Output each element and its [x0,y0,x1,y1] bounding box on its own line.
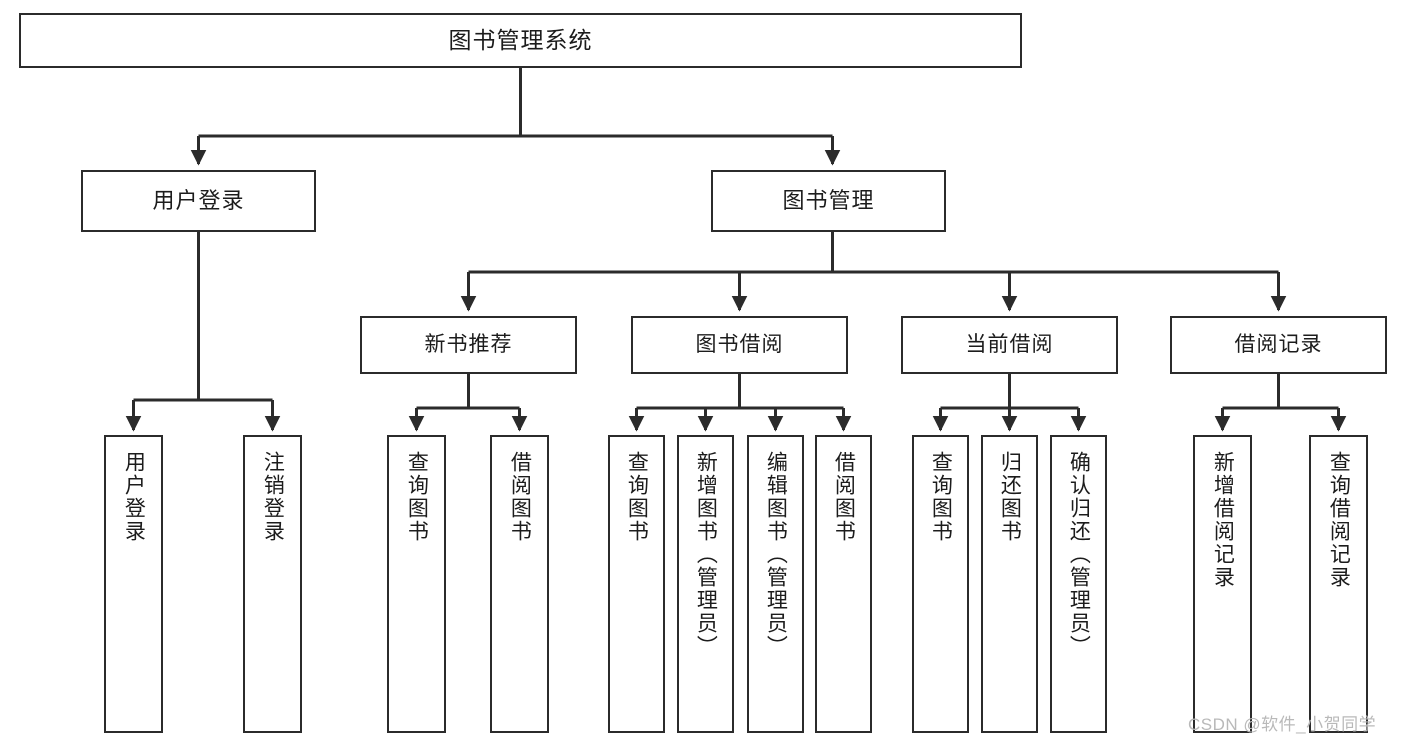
leaf-query-borrow-record[interactable]: 查询借阅记录 [1309,435,1368,733]
leaf-add-borrow-record[interactable]: 新增借阅记录 [1193,435,1252,733]
leaf-borrow-book-recommend[interactable]: 借阅图书 [490,435,549,733]
node-label: 图书管理系统 [448,27,593,54]
node-current-borrow[interactable]: 当前借阅 [901,316,1118,374]
leaf-borrow-book[interactable]: 借阅图书 [815,435,872,733]
leaf-query-book-current[interactable]: 查询图书 [912,435,969,733]
leaf-confirm-return-admin[interactable]: 确认归还（管理员） [1050,435,1107,733]
node-label: 查询图书 [625,451,649,543]
node-label: 借阅图书 [832,451,856,543]
node-label: 归还图书 [998,451,1022,543]
node-label: 图书管理 [782,188,875,214]
node-label: 当前借阅 [965,332,1054,356]
node-new-book-recommend[interactable]: 新书推荐 [360,316,577,374]
node-label: 用户登录 [152,188,245,214]
node-label: 编辑图书（管理员） [764,451,788,658]
leaf-return-book[interactable]: 归还图书 [981,435,1038,733]
leaf-user-login[interactable]: 用户登录 [104,435,163,733]
node-label: 图书借阅 [695,332,784,356]
watermark: CSDN @软件_小贺同学 [1188,715,1377,734]
node-label: 借阅记录 [1234,332,1323,356]
node-label: 借阅图书 [508,451,532,543]
leaf-query-book-borrow[interactable]: 查询图书 [608,435,665,733]
node-label: 用户登录 [122,451,146,543]
node-label: 查询借阅记录 [1327,451,1351,589]
node-user-login[interactable]: 用户登录 [81,170,316,232]
node-label: 查询图书 [405,451,429,543]
node-label: 查询图书 [929,451,953,543]
leaf-query-book-recommend[interactable]: 查询图书 [387,435,446,733]
node-book-management-system[interactable]: 图书管理系统 [19,13,1022,68]
leaf-logout-login[interactable]: 注销登录 [243,435,302,733]
leaf-edit-book-admin[interactable]: 编辑图书（管理员） [747,435,804,733]
leaf-add-book-admin[interactable]: 新增图书（管理员） [677,435,734,733]
node-book-management[interactable]: 图书管理 [711,170,946,232]
node-label: 新增图书（管理员） [694,451,718,658]
node-label: 新增借阅记录 [1211,451,1235,589]
node-label: 注销登录 [261,451,285,543]
node-borrow-record[interactable]: 借阅记录 [1170,316,1387,374]
node-label: 确认归还（管理员） [1067,451,1091,658]
node-label: 新书推荐 [424,332,513,356]
node-book-borrow[interactable]: 图书借阅 [631,316,848,374]
